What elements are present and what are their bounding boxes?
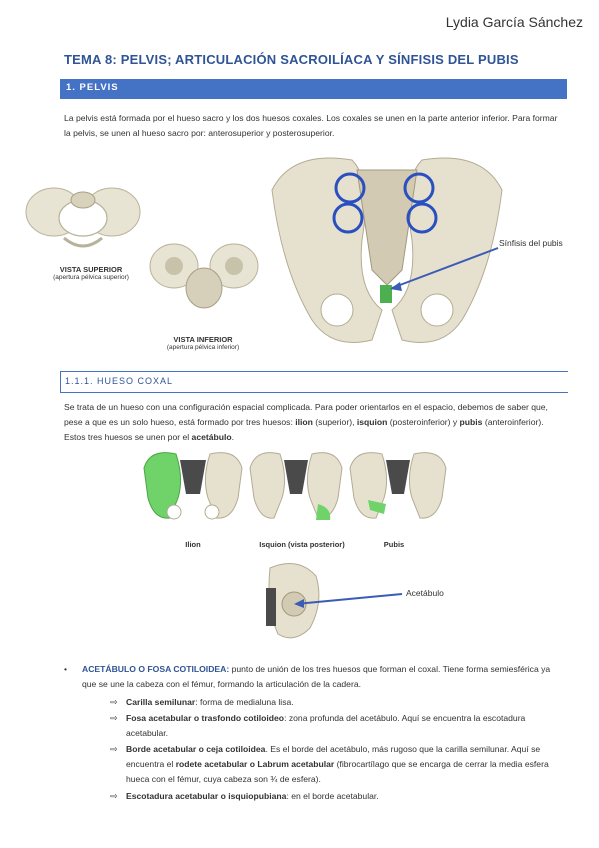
acetabulo-label: Acetábulo <box>406 588 444 598</box>
bullet-icon: • <box>64 664 68 674</box>
section-header-hueso-coxal: 1.1.1. HUESO COXAL <box>60 371 568 393</box>
pubis-caption: Pubis <box>383 540 405 549</box>
coxal-pubis-illustration <box>349 452 447 519</box>
subsection-label: 1.1.1. HUESO COXAL <box>65 376 174 386</box>
author-name: Lydia García Sánchez <box>445 14 583 30</box>
intro-paragraph: La pelvis está formada por el hueso sacr… <box>64 111 564 141</box>
symphysis-label: Sínfisis del pubis <box>499 238 563 248</box>
section-header-pelvis: 1. PELVIS <box>60 79 567 99</box>
acetabulum-illustration <box>266 563 403 639</box>
section-label: 1. PELVIS <box>66 82 119 93</box>
pelvis-inferior-illustration <box>149 243 259 309</box>
subitem-borde: ⇨ Borde acetabular o ceja cotiloidea. Es… <box>110 744 549 784</box>
coxal-ilion-illustration <box>143 452 243 520</box>
subitem-fosa: ⇨ Fosa acetabular o trasfondo cotiloideo… <box>110 713 526 738</box>
arrow-icon: ⇨ <box>110 791 118 801</box>
coxal-isquion-illustration <box>249 452 343 520</box>
coxal-paragraph: Se trata de un hueso con una configuraci… <box>64 402 548 442</box>
ilion-caption: Ilion <box>185 540 201 549</box>
intro-text: La pelvis está formada por el hueso sacr… <box>64 113 558 138</box>
acetabulo-bullet: • ACETÁBULO O FOSA COTILOIDEA: punto de … <box>64 664 551 689</box>
arrow-icon: ⇨ <box>110 713 118 723</box>
subitem-escotadura: ⇨ Escotadura acetabular o isquiopubiana:… <box>110 789 562 804</box>
page-title: TEMA 8: PELVIS; ARTICULACIÓN SACROILÍACA… <box>64 52 519 67</box>
subitem-carilla: ⇨ Carilla semilunar: forma de medialuna … <box>110 695 562 710</box>
pelvis-anterior-illustration <box>271 157 503 343</box>
pelvis-superior-illustration <box>25 187 141 248</box>
arrow-icon: ⇨ <box>110 744 118 754</box>
superior-view-caption: VISTA SUPERIOR(apertura pélvica superior… <box>53 265 129 281</box>
isquion-caption: Isquion (vista posterior) <box>259 540 345 549</box>
arrow-icon: ⇨ <box>110 697 118 707</box>
inferior-view-caption: VISTA INFERIOR(apertura pélvica inferior… <box>166 335 240 351</box>
